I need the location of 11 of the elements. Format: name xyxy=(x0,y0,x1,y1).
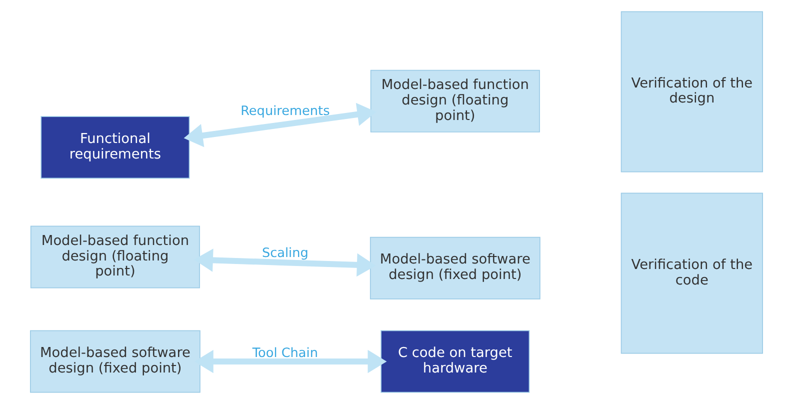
node-box: Model-based software design (fixed point) xyxy=(369,236,540,300)
edge-label: Scaling xyxy=(261,246,308,262)
edge-label: Tool Chain xyxy=(252,346,318,362)
node-box: Verification of the code xyxy=(620,192,762,354)
node-box: Model-based function design (floating point) xyxy=(30,226,200,288)
edge-label: Requirements xyxy=(240,104,330,119)
node-box: Verification of the design xyxy=(620,11,762,172)
node-box: Functional requirements xyxy=(40,116,190,179)
node-box: Model-based function design (floating point) xyxy=(370,70,540,132)
node-box: C code on target hardware xyxy=(380,330,530,393)
node-box: Model-based software design (fixed point) xyxy=(30,330,200,393)
